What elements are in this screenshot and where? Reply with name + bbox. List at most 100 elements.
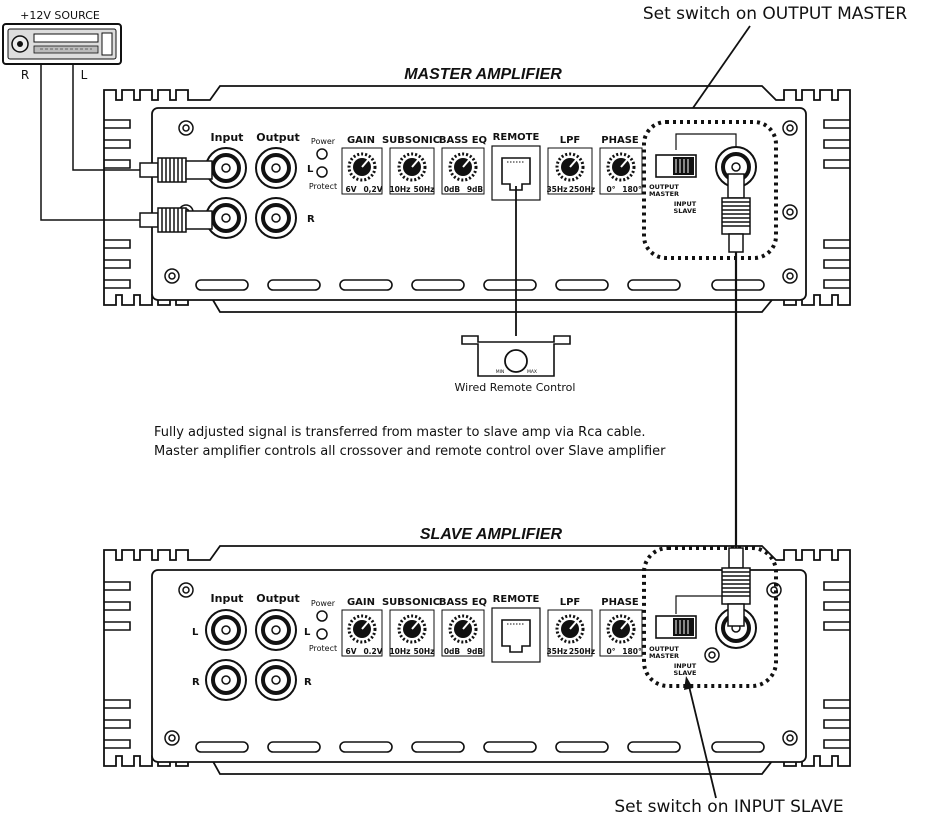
master-lpf-knob[interactable]: LPF 35Hz 250Hz — [546, 135, 595, 195]
slave-switch-slave: SLAVE — [674, 669, 697, 677]
svg-text:180°: 180° — [622, 185, 642, 194]
svg-text:6V: 6V — [345, 185, 356, 194]
slave-output-label: Output — [256, 592, 299, 605]
master-remote-label: REMOTE — [493, 132, 540, 143]
slave-lpf-knob[interactable]: LPF 35Hz 250Hz — [546, 597, 595, 657]
slave-switch-input: INPUT — [674, 662, 697, 670]
master-callout-arrow — [685, 25, 751, 119]
svg-text:50Hz: 50Hz — [413, 647, 434, 656]
slave-switch-master: MASTER — [649, 652, 679, 660]
svg-text:PHASE: PHASE — [601, 597, 639, 608]
slave-callout-arrow — [687, 681, 717, 799]
svg-text:SUBSONIC: SUBSONIC — [382, 597, 440, 608]
slave-bass-eq-knob[interactable]: BASS EQ 0dB 9dB — [439, 597, 487, 657]
slave-ch-r-out: R — [304, 677, 312, 688]
master-rca-jacks — [205, 147, 297, 239]
source-wires — [40, 64, 140, 221]
slave-phase-knob[interactable]: PHASE 0° 180° — [599, 597, 643, 657]
source-left-label: L — [81, 68, 88, 82]
remote-min-label: MIN — [496, 369, 505, 375]
svg-text:6V: 6V — [345, 647, 356, 656]
svg-text:35Hz: 35Hz — [546, 647, 567, 656]
svg-text:0.2V: 0.2V — [363, 647, 382, 656]
master-mode-switch[interactable] — [655, 154, 697, 178]
slave-amplifier: SLAVE AMPLIFIER — [103, 526, 851, 775]
svg-text:180°: 180° — [622, 647, 642, 656]
slave-ch-r-in: R — [192, 677, 200, 688]
master-remote-port[interactable] — [501, 157, 531, 191]
slave-link-plug — [721, 547, 751, 627]
slave-input-label: Input — [211, 592, 244, 605]
svg-text:250Hz: 250Hz — [569, 647, 595, 656]
slave-rca-jacks — [205, 609, 297, 701]
master-power-label: Power — [311, 137, 336, 146]
slave-protect-led — [316, 628, 328, 640]
svg-text:50Hz: 50Hz — [413, 185, 434, 194]
slave-ch-l-out: L — [304, 627, 311, 638]
master-ch-l: L — [307, 164, 314, 175]
slave-power-led — [316, 610, 328, 622]
master-switch-master: MASTER — [649, 190, 679, 198]
svg-text:LPF: LPF — [560, 597, 581, 608]
svg-text:10Hz: 10Hz — [389, 185, 410, 194]
remote-level-knob[interactable] — [504, 349, 528, 373]
svg-text:0°: 0° — [607, 185, 616, 194]
head-unit: +12V SOURCE R L — [2, 9, 122, 82]
master-subsonic-knob[interactable]: SUBSONIC 10Hz 50Hz — [382, 135, 440, 195]
source-label: +12V SOURCE — [20, 9, 100, 22]
master-bass-eq-knob[interactable]: BASS EQ 0dB 9dB — [439, 135, 487, 195]
svg-text:GAIN: GAIN — [347, 597, 375, 608]
master-title: MASTER AMPLIFIER — [404, 66, 562, 83]
svg-text:0dB: 0dB — [444, 647, 461, 656]
slave-protect-label: Protect — [309, 644, 337, 653]
master-switch-input: INPUT — [674, 200, 697, 208]
slave-remote-label: REMOTE — [493, 594, 540, 605]
slave-remote-port[interactable] — [501, 619, 531, 653]
master-switch-slave: SLAVE — [674, 207, 697, 215]
slave-title: SLAVE AMPLIFIER — [420, 526, 563, 543]
slave-switch-output: OUTPUT — [649, 645, 679, 653]
svg-text:9dB: 9dB — [467, 185, 484, 194]
svg-text:250Hz: 250Hz — [569, 185, 595, 194]
svg-text:GAIN: GAIN — [347, 135, 375, 146]
master-ch-r: R — [307, 214, 315, 225]
slave-mode-switch[interactable] — [655, 615, 697, 639]
master-switch-callout: Set switch on OUTPUT MASTER — [643, 4, 907, 24]
svg-text:35Hz: 35Hz — [546, 185, 567, 194]
wired-remote-control[interactable]: MIN MAX Wired Remote Control — [455, 335, 576, 394]
master-switch-highlight — [642, 120, 778, 260]
svg-text:10Hz: 10Hz — [389, 647, 410, 656]
master-protect-led — [316, 166, 328, 178]
description-line-2: Master amplifier controls all crossover … — [154, 444, 666, 459]
svg-text:PHASE: PHASE — [601, 135, 639, 146]
slave-switch-highlight — [642, 546, 778, 688]
svg-text:0dB: 0dB — [444, 185, 461, 194]
svg-text:BASS EQ: BASS EQ — [439, 135, 487, 146]
master-link-plug — [721, 173, 751, 253]
svg-text:SUBSONIC: SUBSONIC — [382, 135, 440, 146]
slave-subsonic-knob[interactable]: SUBSONIC 10Hz 50Hz — [382, 597, 440, 657]
slave-ch-l-in: L — [192, 627, 199, 638]
svg-text:9dB: 9dB — [467, 647, 484, 656]
slave-switch-callout: Set switch on INPUT SLAVE — [614, 797, 843, 817]
master-output-label: Output — [256, 131, 299, 144]
source-right-label: R — [21, 68, 29, 82]
slave-power-label: Power — [311, 599, 336, 608]
remote-control-label: Wired Remote Control — [455, 381, 576, 394]
svg-text:BASS EQ: BASS EQ — [439, 597, 487, 608]
master-protect-label: Protect — [309, 182, 337, 191]
master-switch-output: OUTPUT — [649, 183, 679, 191]
master-power-led — [316, 148, 328, 160]
master-gain-knob[interactable]: GAIN 6V 0,2V — [341, 135, 383, 195]
svg-text:0°: 0° — [607, 647, 616, 656]
master-input-label: Input — [211, 131, 244, 144]
slave-gain-knob[interactable]: GAIN 6V 0.2V — [341, 597, 383, 657]
master-phase-knob[interactable]: PHASE 0° 180° — [599, 135, 643, 195]
svg-text:0,2V: 0,2V — [363, 185, 382, 194]
svg-text:LPF: LPF — [560, 135, 581, 146]
master-amplifier: MASTER AMPLIFIER — [103, 66, 851, 313]
remote-max-label: MAX — [527, 369, 537, 375]
description-line-1: Fully adjusted signal is transferred fro… — [154, 425, 646, 440]
master-input-plugs — [139, 157, 213, 233]
